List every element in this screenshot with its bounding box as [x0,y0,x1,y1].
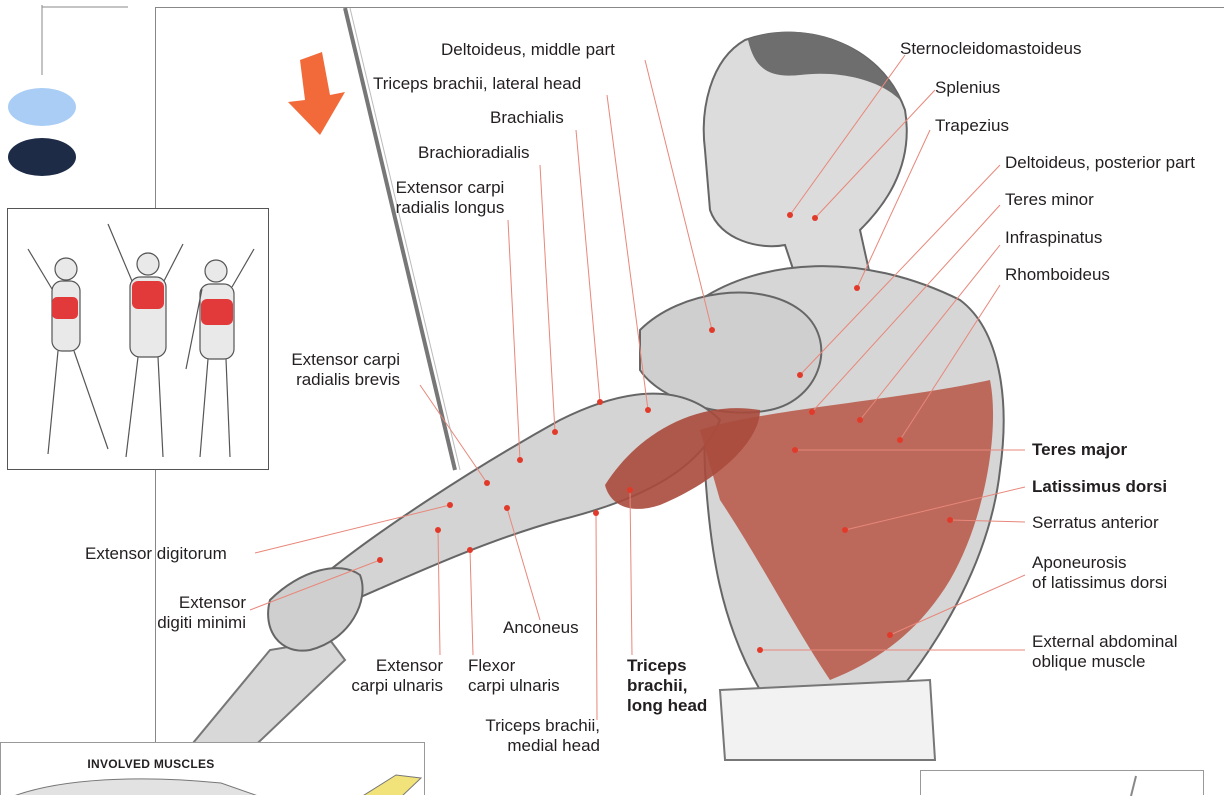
label-tlong-line1: Triceps [627,656,707,676]
label-fcu-line1: Flexor [468,656,560,676]
label-ext-obl-line2: oblique muscle [1032,652,1178,672]
label-trapezius: Trapezius [935,116,1009,136]
label-extensor-digitorum: Extensor digitorum [85,544,227,564]
label-ecrb-line1: Extensor carpi [270,350,400,370]
label-triceps-medial: Triceps brachii, medial head [460,716,600,756]
label-triceps-long: Triceps brachii, long head [627,656,707,716]
label-splenius: Splenius [935,78,1000,98]
label-ecrl-line1: Extensor carpi [385,178,515,198]
label-deltoideus-middle: Deltoideus, middle part [441,40,615,60]
label-ecu-line2: carpi ulnaris [330,676,443,696]
label-teres-minor: Teres minor [1005,190,1094,210]
involved-muscles-panel: INVOLVED MUSCLES [0,742,425,795]
label-ecrb: Extensor carpi radialis brevis [270,350,400,390]
label-apon-line1: Aponeurosis [1032,553,1167,573]
muscle-thumbnail [7,208,269,470]
label-fcu-line2: carpi ulnaris [468,676,560,696]
label-teres-major: Teres major [1032,440,1127,460]
label-tmed-line1: Triceps brachii, [460,716,600,736]
involved-muscles-title: INVOLVED MUSCLES [1,757,301,771]
label-infraspinatus: Infraspinatus [1005,228,1102,248]
label-edm-line1: Extensor [100,593,246,613]
label-anconeus: Anconeus [503,618,579,638]
label-ext-obl-line1: External abdominal [1032,632,1178,652]
label-ecrb-line2: radialis brevis [270,370,400,390]
label-tlong-line2: brachii, [627,676,707,696]
next-panel-corner [920,770,1204,795]
label-tmed-line2: medial head [460,736,600,756]
label-ecrl: Extensor carpi radialis longus [385,178,515,218]
label-deltoideus-posterior: Deltoideus, posterior part [1005,153,1195,173]
label-apon-line2: of latissimus dorsi [1032,573,1167,593]
next-panel-preview [921,771,1205,796]
label-sternocleido: Sternocleidomastoideus [900,39,1081,59]
involved-muscles-preview [1,773,425,795]
label-brachioradialis: Brachioradialis [418,143,530,163]
label-ecrl-line2: radialis longus [385,198,515,218]
down-arrow-icon [288,52,345,135]
label-latissimus: Latissimus dorsi [1032,477,1167,497]
label-external-oblique: External abdominal oblique muscle [1032,632,1178,672]
label-edm-line2: digiti minimi [100,613,246,633]
label-triceps-lateral: Triceps brachii, lateral head [373,74,581,94]
label-ecu: Extensor carpi ulnaris [330,656,443,696]
label-serratus: Serratus anterior [1032,513,1159,533]
label-rhomboideus: Rhomboideus [1005,265,1110,285]
label-aponeurosis: Aponeurosis of latissimus dorsi [1032,553,1167,593]
three-figure-illustration [8,209,268,469]
label-tlong-line3: long head [627,696,707,716]
label-brachialis: Brachialis [490,108,564,128]
label-fcu: Flexor carpi ulnaris [468,656,560,696]
label-ecu-line1: Extensor [330,656,443,676]
label-edm: Extensor digiti minimi [100,593,246,633]
